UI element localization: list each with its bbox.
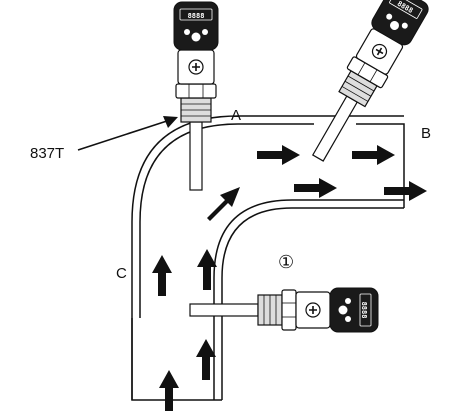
- flow-arrow: [207, 187, 240, 221]
- part-number-label: 837T: [30, 145, 64, 162]
- part-leader: [77, 116, 178, 151]
- point-a-label: A: [231, 107, 241, 124]
- flow-arrow: [197, 249, 217, 290]
- flow-arrow: [152, 255, 172, 296]
- sensor-a: 8888: [173, 1, 219, 191]
- flow-arrow: [352, 145, 395, 165]
- region-marker: ①: [278, 252, 294, 273]
- flow-arrow: [257, 145, 300, 165]
- flow-arrow: [159, 370, 179, 411]
- point-b-label: B: [421, 125, 431, 142]
- sensor-c: 8888: [189, 287, 379, 333]
- sensor-c-display: 8888: [360, 302, 368, 319]
- pipe-elbow: [131, 115, 405, 401]
- sensor-b: 8888: [298, 0, 432, 170]
- flow-arrow: [384, 181, 427, 201]
- flow-arrow: [196, 339, 216, 380]
- point-c-label: C: [116, 265, 127, 282]
- sensor-a-display: 8888: [188, 12, 205, 20]
- flow-arrows: [152, 145, 427, 411]
- flow-arrow: [294, 178, 337, 198]
